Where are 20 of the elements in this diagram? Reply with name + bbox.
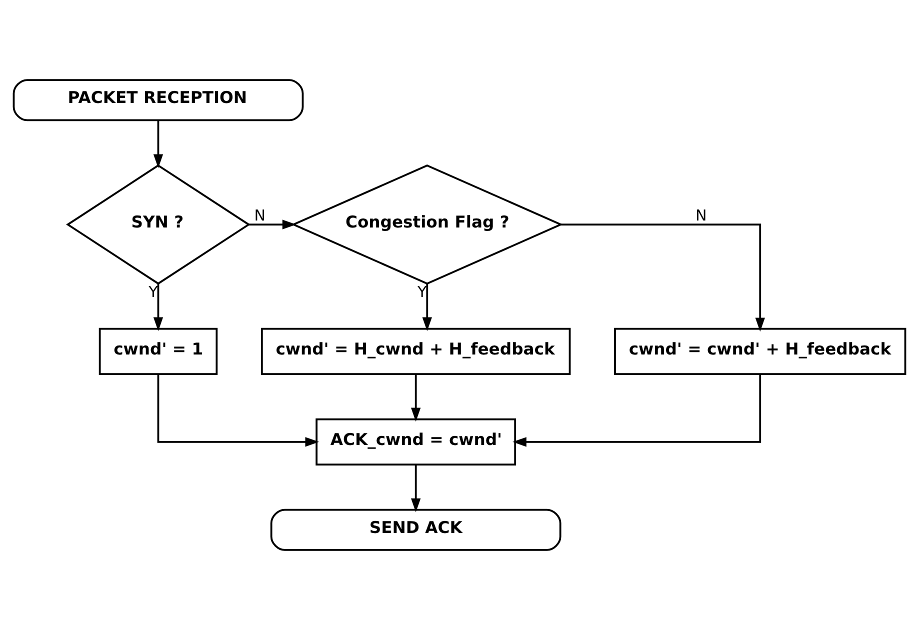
arrow (410, 464, 421, 512)
arrow (153, 283, 164, 331)
node-box: cwnd' = 1 (98, 327, 218, 374)
edge-label: N (254, 206, 266, 224)
arrow (157, 374, 320, 446)
node-diamond: SYN ? (66, 164, 250, 284)
node-diamond: Congestion Flag ? (291, 164, 564, 284)
arrow (248, 219, 296, 229)
arrow (410, 374, 421, 422)
node-box: ACK_cwnd = cwnd' (316, 418, 516, 465)
edge-label: Y (148, 282, 158, 300)
edge-label: N (696, 206, 707, 224)
arrow (560, 223, 765, 332)
arrow (153, 120, 164, 168)
node-box: SEND ACK (270, 508, 562, 550)
node-box: cwnd' = cwnd' + H_feedback (614, 327, 906, 374)
arrow (422, 283, 432, 331)
arrow (512, 374, 762, 446)
node-box: PACKET RECEPTION (12, 78, 304, 121)
node-box: cwnd' = H_cwnd + H_feedback (260, 327, 571, 374)
